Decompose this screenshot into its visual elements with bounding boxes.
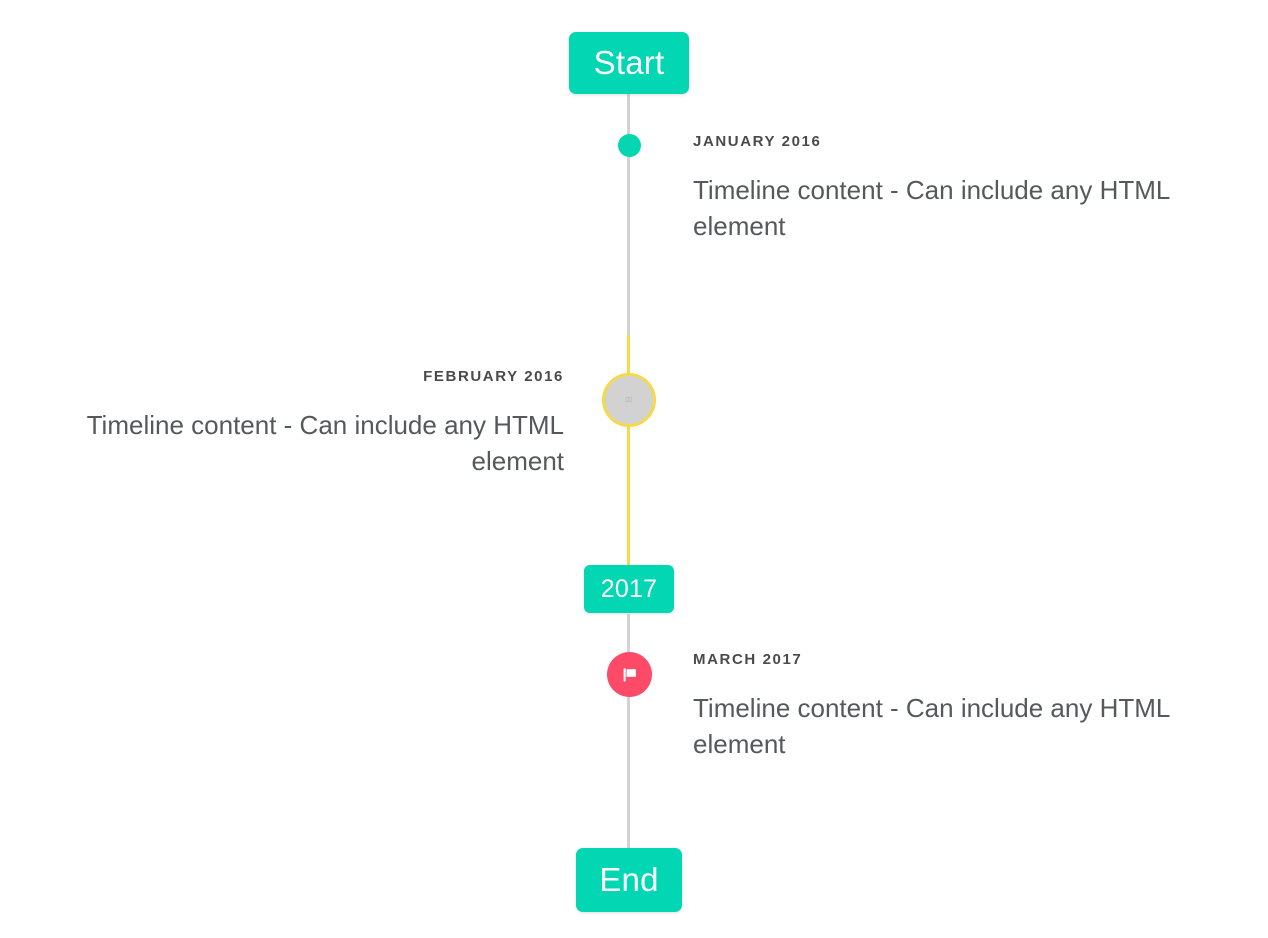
timeline-entry-march-2017: MARCH 2017 Timeline content - Can includ…: [693, 651, 1223, 763]
flag-icon: [619, 664, 641, 686]
timeline-start-badge[interactable]: Start: [569, 32, 689, 94]
timeline-rail-segment-top: [627, 94, 630, 337]
timeline-entry-label: JANUARY 2016: [693, 133, 822, 150]
timeline-entry-label: MARCH 2017: [693, 651, 803, 668]
timeline-entry-body: Timeline content - Can include any HTML …: [86, 410, 564, 476]
timeline-entry-body: Timeline content - Can include any HTML …: [693, 693, 1170, 759]
timeline-rail-segment-bottom: [627, 614, 630, 854]
timeline-entry-body: Timeline content - Can include any HTML …: [693, 175, 1170, 241]
timeline-marker-flag-march[interactable]: [607, 652, 652, 697]
timeline-entry-january-2016: JANUARY 2016 Timeline content - Can incl…: [693, 133, 1223, 245]
timeline-marker-dot-january[interactable]: [618, 134, 641, 157]
timeline-rail-segment-highlight: [627, 335, 630, 570]
placeholder-glyph-icon: ⌧: [624, 392, 634, 408]
timeline-end-badge[interactable]: End: [576, 848, 682, 912]
timeline-year-badge[interactable]: 2017: [584, 565, 674, 613]
timeline-entry-label: FEBRUARY 2016: [423, 368, 564, 385]
timeline-marker-ring-february[interactable]: ⌧: [602, 373, 656, 427]
timeline-entry-february-2016: FEBRUARY 2016 Timeline content - Can inc…: [40, 368, 564, 480]
